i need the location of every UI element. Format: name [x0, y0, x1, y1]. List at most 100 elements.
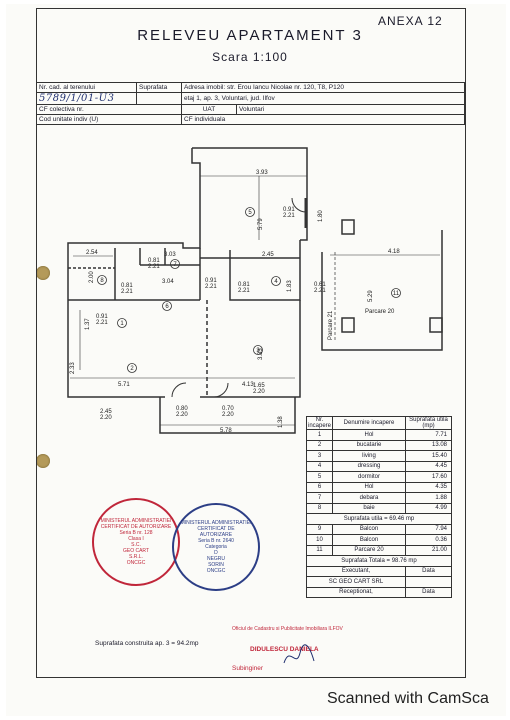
room-name: living	[332, 450, 406, 462]
executant-label: Executant,	[306, 565, 406, 577]
room-area: 17.60	[405, 471, 452, 483]
dim-label: 1.80	[318, 210, 324, 222]
stamp-line: S.R.L.	[129, 554, 143, 560]
room-row: 2 bucatarie 13.08	[305, 439, 452, 451]
stamp-line: Seria B nr. 128	[119, 530, 153, 536]
dim-label: 2.00	[89, 271, 95, 283]
stamp-bottom: ONCGC	[206, 568, 226, 574]
room-row: 5 dormitor 17.60	[305, 471, 452, 483]
dim-label: 5.79	[258, 218, 264, 230]
room-numbers: 1 2 3 4 5 6 7 8 11	[97, 207, 401, 373]
receptionat-label: Receptionat,	[306, 586, 406, 598]
parking-label: Parcare 20	[365, 309, 395, 315]
room-row: 1 Hol 7.71	[305, 429, 452, 441]
room-nr: 6	[305, 481, 334, 493]
room-name: dormitor	[332, 471, 406, 483]
dim-label: 4.13	[242, 382, 254, 388]
dim-label: 5.71	[118, 382, 130, 388]
room-nr: 9	[305, 523, 334, 535]
room-row: 8 baie 4.99	[305, 502, 452, 514]
inspector-role: Subinginer	[232, 665, 264, 672]
room-name: Hol	[332, 429, 406, 441]
dim-label: 2.33	[70, 362, 76, 374]
inspector-name: DIDULESCU DANIELA	[250, 646, 319, 653]
col-nr: Nr. incapere	[305, 416, 334, 430]
balcony-row: 11 Parcare 20 21.00	[305, 544, 452, 556]
room-number: 11	[393, 291, 400, 297]
executant-date: Data	[405, 565, 452, 577]
page-title: RELEVEU APARTAMENT 3	[137, 27, 363, 44]
stamp-line: GEO CART	[122, 548, 149, 554]
stamp-line: Categoria	[205, 544, 227, 550]
room-nr: 5	[305, 471, 334, 483]
scale-label: Scara 1:100	[212, 50, 288, 64]
dim-label: 4.18	[388, 249, 400, 255]
annex-label: ANEXA 12	[378, 14, 443, 28]
room-name: Parcare 20	[332, 544, 406, 556]
dim-label: 1.37	[85, 318, 91, 330]
col-denumire: Denumire incapere	[332, 416, 406, 430]
stamp-line: CERTIFICAT DE AUTORIZARE	[100, 524, 172, 530]
stamp-line: CERTIFICAT DE	[197, 526, 235, 532]
room-nr: 4	[305, 460, 334, 472]
document-frame	[36, 8, 466, 678]
company-stamp: MINISTERUL ADMINISTRATIEI CERTIFICAT DE …	[92, 498, 180, 586]
dim-label: 5.78	[220, 428, 232, 434]
dim-label: 3.83	[258, 348, 264, 360]
room-nr: 11	[305, 544, 334, 556]
room-row: 6 Hol 4.35	[305, 481, 452, 493]
stamp-line: Seria B nr. 2640	[198, 538, 234, 544]
room-number: 1	[120, 321, 124, 327]
room-nr: 10	[305, 534, 334, 546]
dim-label: 1.83	[287, 280, 293, 292]
room-nr: 1	[305, 429, 334, 441]
dim-label: 2.45	[262, 252, 274, 258]
punch-hole	[36, 454, 50, 468]
dim-label: 2.54	[86, 250, 98, 256]
room-name: Balcon	[332, 534, 406, 546]
constructed-area: Suprafata construita ap. 3 = 94.2mp	[95, 640, 199, 647]
room-number: 4	[274, 279, 278, 285]
stamp-line: NEGRU	[206, 556, 226, 562]
dim-label: 3.93	[256, 170, 268, 176]
dim-label: 3.03	[164, 252, 176, 258]
stamp-line: S.C.	[131, 542, 141, 548]
office-label: Oficiul de Cadastru si Publicitate Imobi…	[232, 626, 343, 632]
stamp-ring-text: MINISTERUL ADMINISTRATIEI	[180, 520, 252, 526]
balcony-row: 9 Balcon 7.94	[305, 523, 452, 535]
parking-side-label: Parcare 21	[328, 310, 334, 340]
firm-name: SC GEO CART SRL	[306, 576, 406, 588]
room-nr: 2	[305, 439, 334, 451]
room-area: 0.36	[405, 534, 452, 546]
dimension-labels: 3.93 5.79 2.54 3.03 3.04 2.45 2.00 1.83 …	[70, 170, 400, 434]
balcony-row: 10 Balcon 0.36	[305, 534, 452, 546]
signature	[283, 644, 315, 664]
room-number: 7	[173, 262, 177, 268]
room-name: Balcon	[332, 523, 406, 535]
sum-utila: Suprafata utila = 69.46 mp	[306, 513, 452, 525]
dim-label: 5.29	[368, 290, 374, 302]
cf-individuala: CF individuala	[181, 114, 465, 125]
room-row: 7 debara 1.88	[305, 492, 452, 504]
room-nr: 8	[305, 502, 334, 514]
col-suprafata: Suprafata utila (mp)	[405, 416, 452, 430]
room-number: 6	[165, 304, 169, 310]
rooms-table: Nr. incapere Denumire incapere Suprafata…	[305, 416, 452, 598]
room-nr: 3	[305, 450, 334, 462]
room-number: 3	[256, 348, 260, 354]
stamp-line: Clasa I	[128, 536, 144, 542]
sum-totala: Suprafata Totala = 98.76 mp	[306, 555, 452, 567]
punch-hole	[36, 266, 50, 280]
room-name: baie	[332, 502, 406, 514]
room-area: 21.00	[405, 544, 452, 556]
room-area: 13.08	[405, 439, 452, 451]
dim-label: 3.04	[162, 279, 174, 285]
